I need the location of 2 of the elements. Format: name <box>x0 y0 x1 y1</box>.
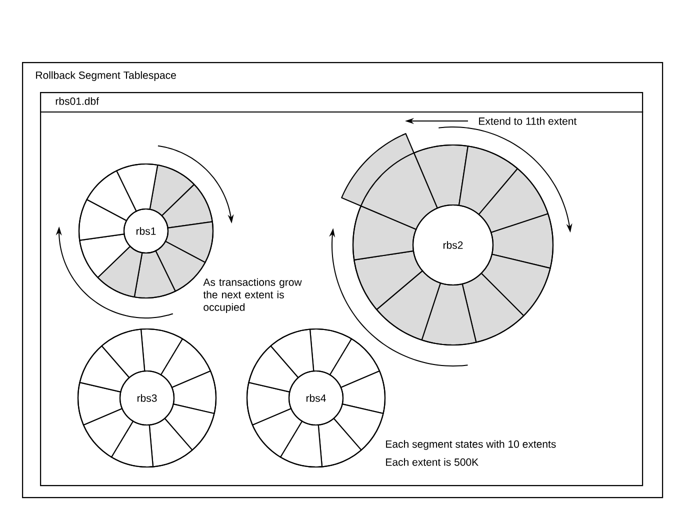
note-text: Extend to 11th extent <box>479 117 577 125</box>
note-text: As transactions grow the next extent is occupied <box>203 278 302 313</box>
